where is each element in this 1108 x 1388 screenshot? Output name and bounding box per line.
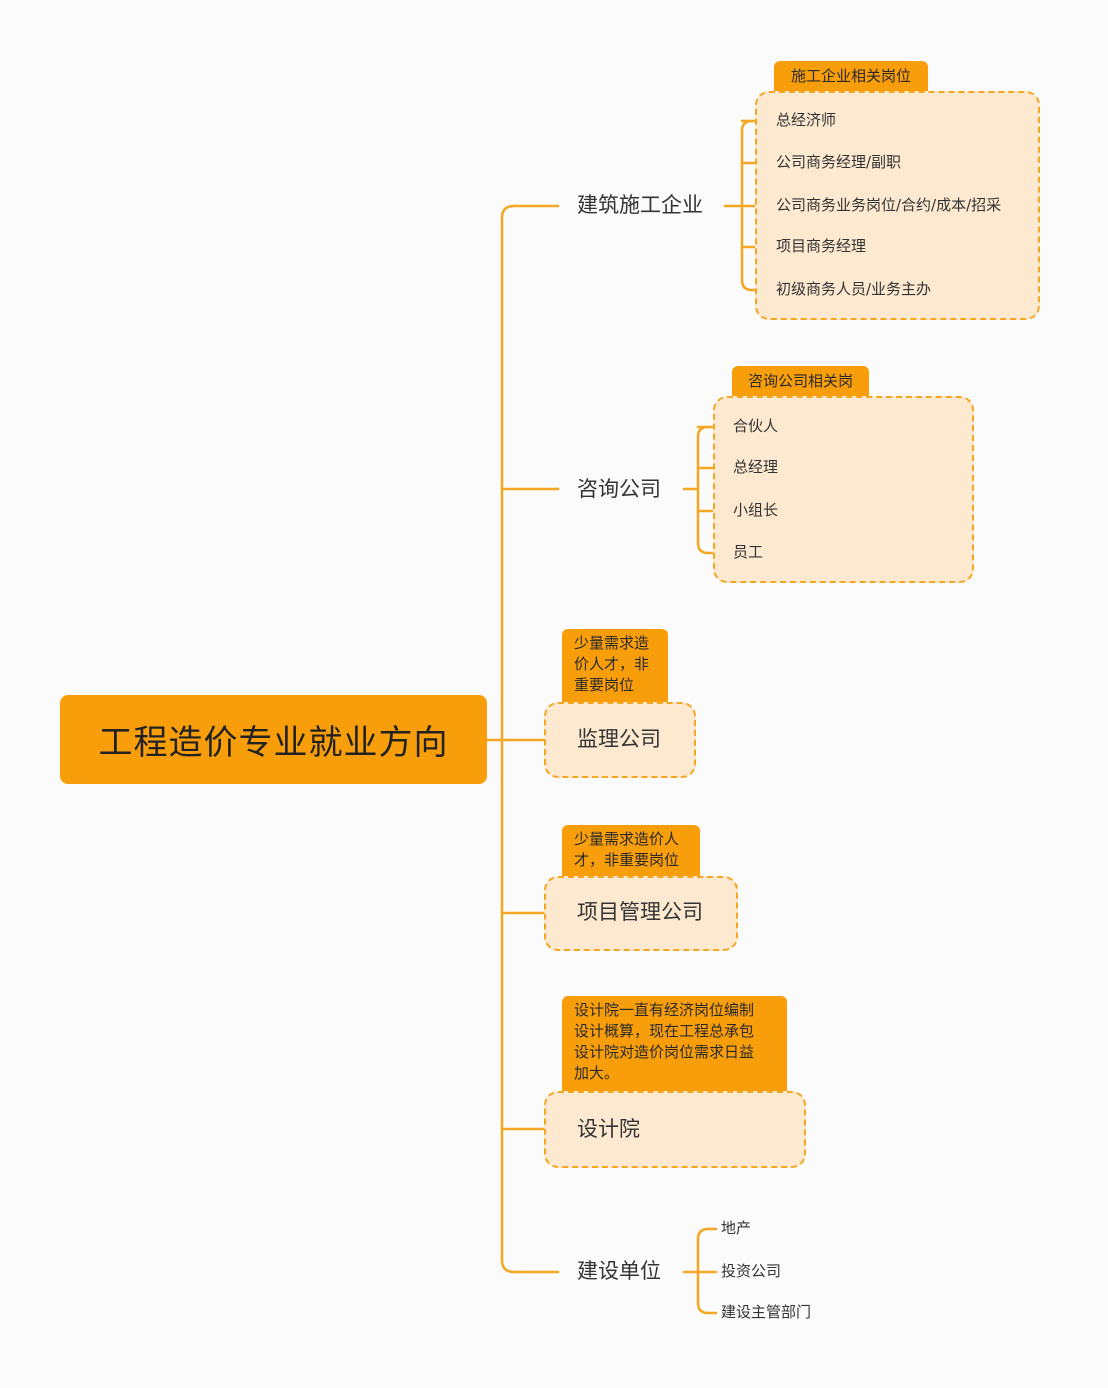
branch-5-node-box: [544, 1091, 806, 1168]
branch-4-label[interactable]: 项目管理公司: [577, 900, 703, 924]
branch-2-tag-text: 咨询公司相关岗: [747, 372, 853, 390]
branch-5-tag-line-1: 设计院一直有经济岗位编制: [574, 1001, 755, 1019]
branch-2-item-1[interactable]: 合伙人: [733, 417, 779, 435]
branch-6-item-2[interactable]: 投资公司: [721, 1262, 782, 1280]
branch-2-group-box: [713, 396, 974, 583]
branch-2-item-3[interactable]: 小组长: [733, 501, 779, 519]
root-node[interactable]: 工程造价专业就业方向: [60, 695, 487, 784]
branch-1-group-box: [755, 91, 1040, 320]
branch-3-tag-line-2: 价人才，非: [574, 655, 650, 673]
branch-2-item-4[interactable]: 员工: [733, 543, 764, 561]
branch-5-tag-line-2: 设计概算，现在工程总承包: [574, 1022, 755, 1040]
branch-6-item-1[interactable]: 地产: [721, 1219, 752, 1237]
branch-5-tag: 设计院一直有经济岗位编制 设计概算，现在工程总承包 设计院对造价岗位需求日益 加…: [562, 996, 787, 1092]
branch-4-tag-line-1: 少量需求造价人: [574, 830, 680, 848]
branch-4-node-box: [544, 876, 738, 951]
branch-1-item-1[interactable]: 总经济师: [776, 111, 837, 129]
branch-6-label[interactable]: 建设单位: [577, 1259, 661, 1283]
root-title: 工程造价专业就业方向: [98, 723, 449, 763]
branch-1-item-3[interactable]: 公司商务业务岗位/合约/成本/招采: [776, 196, 1002, 214]
branch-3-tag-line-1: 少量需求造: [574, 634, 650, 652]
branch-3-label[interactable]: 监理公司: [577, 727, 661, 751]
branch-5-tag-line-4: 加大。: [574, 1064, 620, 1082]
branch-5-label[interactable]: 设计院: [577, 1117, 640, 1141]
branch-3-tag-line-3: 重要岗位: [574, 676, 635, 694]
branch-2-label[interactable]: 咨询公司: [577, 477, 661, 501]
branch-3-node-box: [544, 702, 696, 778]
branch-5-tag-line-3: 设计院对造价岗位需求日益: [574, 1043, 755, 1061]
branch-3-tag: 少量需求造 价人才，非 重要岗位: [562, 629, 668, 702]
branch-1-item-5[interactable]: 初级商务人员/业务主办: [776, 280, 932, 298]
branch-2-tag: 咨询公司相关岗: [732, 366, 869, 397]
branch-2-item-2[interactable]: 总经理: [733, 458, 779, 476]
branch-4-tag: 少量需求造价人 才，非重要岗位: [562, 825, 700, 877]
branch-1-tag-text: 施工企业相关岗位: [790, 67, 911, 85]
branch-1-item-4[interactable]: 项目商务经理: [776, 237, 867, 255]
trunk-line: [500, 204, 516, 1274]
branch-1-tag: 施工企业相关岗位: [774, 61, 928, 92]
branch-6-item-3[interactable]: 建设主管部门: [721, 1303, 812, 1321]
branch-1-item-2[interactable]: 公司商务经理/副职: [776, 153, 902, 171]
bracket-2: [696, 425, 710, 555]
branch-4-tag-line-2: 才，非重要岗位: [574, 851, 680, 869]
branch-1-label[interactable]: 建筑施工企业: [577, 193, 703, 217]
